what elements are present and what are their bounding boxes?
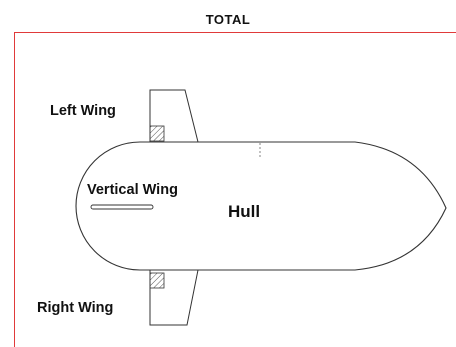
right-wing-label: Right Wing — [37, 300, 114, 316]
vertical-wing-label: Vertical Wing — [87, 182, 178, 198]
hull-label: Hull — [228, 202, 261, 221]
left-wing-mount — [149, 125, 165, 142]
hull-outline — [75, 141, 447, 271]
vertical-wing-shape — [90, 204, 154, 210]
right-wing-mount — [149, 272, 165, 289]
frame-left-border — [14, 32, 15, 347]
frame-top-border — [14, 32, 456, 33]
diagram-title: TOTAL — [205, 12, 251, 27]
left-wing-label: Left Wing — [50, 103, 116, 119]
